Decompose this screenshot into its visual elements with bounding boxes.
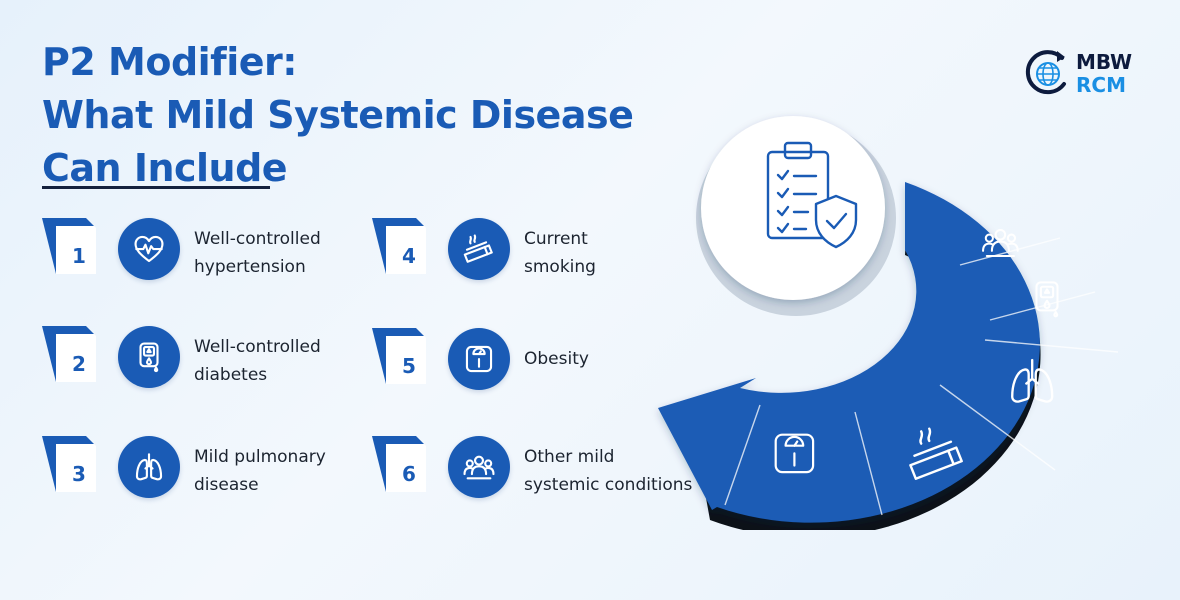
number-badge xyxy=(42,218,96,274)
glucose-meter-icon xyxy=(118,326,180,388)
number-badge xyxy=(372,328,426,384)
item-label: Well-controlled hypertension xyxy=(194,225,362,281)
ring-divider xyxy=(939,384,1056,471)
glucose-meter-icon xyxy=(1035,281,1059,318)
globe-arrow-icon xyxy=(1025,50,1066,95)
ring-divider xyxy=(724,404,761,506)
scale-icon xyxy=(448,328,510,390)
item-label-line-1: Other mild xyxy=(524,447,615,467)
item-label: Other mild systemic conditions xyxy=(524,443,692,499)
page-title: P2 Modifier: What Mild Systemic Disease … xyxy=(42,36,634,195)
item-label-line-2: smoking xyxy=(524,257,596,277)
mbw-rcm-logo: MBW RCM xyxy=(1024,46,1164,102)
item-label: Mild pulmonary disease xyxy=(194,443,362,499)
list-item-3: 3 Mild pulmonary disease xyxy=(42,436,362,520)
item-number: 5 xyxy=(402,354,416,378)
list-item-6: 6 Other mild systemic conditions xyxy=(372,436,692,520)
heart-pulse-icon xyxy=(118,218,180,280)
item-number: 2 xyxy=(72,352,86,376)
item-label-line-2: hypertension xyxy=(194,257,306,277)
ring-divider xyxy=(989,291,1096,321)
item-label-line-1: Well-controlled xyxy=(194,337,321,357)
title-underline xyxy=(42,186,270,189)
item-number: 3 xyxy=(72,462,86,486)
item-label: Obesity xyxy=(524,345,692,373)
item-label-line-1: Obesity xyxy=(524,349,589,369)
center-disc xyxy=(701,116,885,300)
title-line-3: Can Include xyxy=(42,146,288,190)
lungs-icon xyxy=(118,436,180,498)
item-label-line-1: Current xyxy=(524,229,588,249)
cycle-diagram xyxy=(658,116,1119,530)
title-line-1: P2 Modifier: xyxy=(42,40,297,84)
item-label-line-2: diabetes xyxy=(194,365,268,385)
clipboard-shield-icon xyxy=(766,141,858,249)
item-number: 6 xyxy=(402,462,416,486)
item-label-line-2: disease xyxy=(194,475,259,495)
logo-text-mbw: MBW xyxy=(1076,50,1133,74)
title-line-2: What Mild Systemic Disease xyxy=(42,93,634,137)
list-item-1: 1 Well-controlled hypertension xyxy=(42,218,362,302)
item-label: Current smoking xyxy=(524,225,692,281)
list-item-2: 2 Well-controlled diabetes xyxy=(42,326,362,410)
number-badge xyxy=(42,436,96,492)
cigarette-icon xyxy=(448,218,510,280)
item-number: 4 xyxy=(402,244,416,268)
list-item-4: 4 Current smoking xyxy=(372,218,692,302)
ring-body xyxy=(658,182,1040,523)
number-badge xyxy=(372,218,426,274)
number-badge xyxy=(372,436,426,492)
item-label-line-1: Mild pulmonary xyxy=(194,447,326,467)
item-label: Well-controlled diabetes xyxy=(194,333,362,389)
list-item-5: 5 Obesity xyxy=(372,328,692,412)
number-badge xyxy=(42,326,96,382)
ring-divider xyxy=(959,237,1061,266)
item-label-line-2: systemic conditions xyxy=(524,475,693,495)
logo-text-rcm: RCM xyxy=(1076,73,1126,97)
item-label-line-1: Well-controlled xyxy=(194,229,321,249)
ring-divider xyxy=(984,339,1119,353)
item-number: 1 xyxy=(72,244,86,268)
ring-divider xyxy=(854,411,883,516)
people-group-icon xyxy=(448,436,510,498)
